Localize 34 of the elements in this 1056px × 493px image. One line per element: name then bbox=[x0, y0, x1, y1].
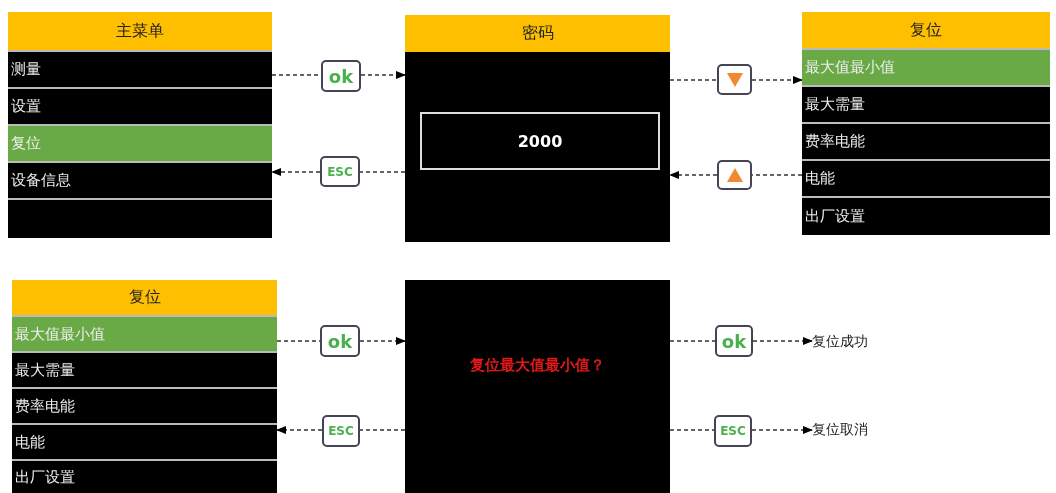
screen-title: 复位 bbox=[802, 12, 1050, 48]
dashed-line bbox=[669, 340, 716, 342]
dashed-arrow bbox=[751, 76, 803, 84]
dashed-arrow bbox=[360, 71, 406, 79]
dashed-arrow bbox=[752, 337, 813, 345]
selected-menu-item: 最大值最小值 bbox=[12, 315, 277, 351]
key-button: ESC bbox=[714, 415, 752, 447]
dashed-arrow bbox=[359, 337, 406, 345]
password-field: 2000 bbox=[420, 112, 660, 170]
key-button: ok bbox=[320, 325, 360, 357]
key-button bbox=[717, 160, 752, 190]
selected-menu-item: 复位 bbox=[8, 124, 272, 161]
dashed-arrow bbox=[271, 168, 321, 176]
result-text: 复位取消 bbox=[812, 418, 892, 442]
dashed-arrow bbox=[751, 426, 813, 434]
dashed-line bbox=[669, 79, 718, 81]
dashed-line bbox=[359, 171, 406, 173]
key-button: ok bbox=[715, 325, 753, 357]
dashed-arrow bbox=[276, 426, 323, 434]
device-screen bbox=[405, 280, 670, 493]
dashed-arrow bbox=[669, 171, 718, 179]
dashed-line bbox=[359, 429, 406, 431]
screen-title: 主菜单 bbox=[8, 12, 272, 50]
screen-title: 密码 bbox=[405, 15, 670, 52]
dashed-line bbox=[669, 429, 715, 431]
result-text: 复位成功 bbox=[812, 330, 892, 354]
selected-menu-item: 最大值最小值 bbox=[802, 48, 1050, 85]
key-button: ok bbox=[321, 60, 361, 92]
key-button bbox=[717, 64, 752, 95]
key-button: ESC bbox=[322, 415, 360, 447]
device-screen bbox=[405, 15, 670, 242]
confirm-message: 复位最大值最小值？ bbox=[469, 356, 606, 375]
key-button: ESC bbox=[320, 156, 360, 187]
screen-title: 复位 bbox=[12, 280, 277, 315]
